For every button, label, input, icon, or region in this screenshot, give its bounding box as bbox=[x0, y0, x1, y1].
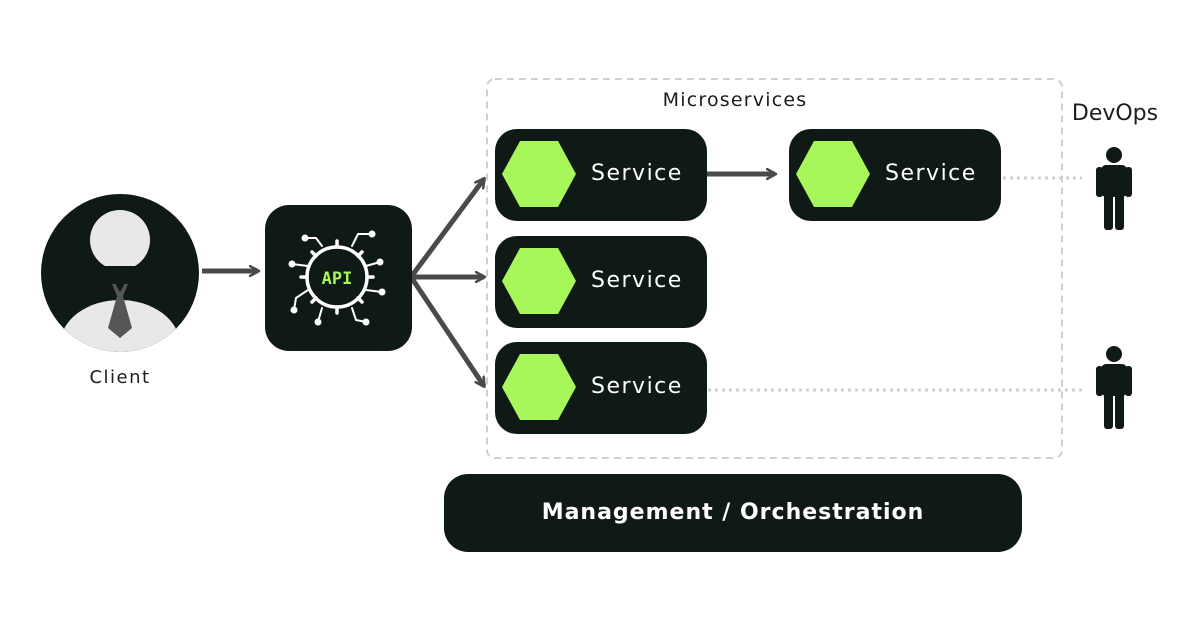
devops-person-icon bbox=[1096, 147, 1132, 230]
client-avatar-icon bbox=[41, 194, 199, 352]
devops-person-icon bbox=[1096, 346, 1132, 429]
service-label: Service bbox=[591, 374, 683, 399]
devops-title: DevOps bbox=[1071, 101, 1159, 126]
service-label: Service bbox=[591, 268, 683, 293]
arrow-gateway-to-service-1 bbox=[408, 179, 487, 279]
service-label: Service bbox=[885, 161, 977, 186]
client-label: Client bbox=[89, 367, 151, 388]
service-label: Service bbox=[591, 161, 683, 186]
arrow-gateway-to-service-3 bbox=[408, 275, 487, 386]
service-box: Service bbox=[495, 236, 707, 328]
service-box: Service bbox=[495, 129, 707, 221]
api-gateway: API bbox=[265, 205, 412, 351]
microservices-boundary bbox=[486, 78, 1063, 459]
service-box: Service bbox=[789, 129, 1001, 221]
management-orchestration-bar: Management / Orchestration bbox=[444, 474, 1022, 552]
hexagon-icon bbox=[502, 248, 576, 314]
circuit-nodes bbox=[288, 230, 386, 326]
api-label: API bbox=[322, 269, 353, 289]
service-box: Service bbox=[495, 342, 707, 434]
hexagon-icon bbox=[502, 354, 576, 420]
hexagon-icon bbox=[502, 141, 576, 207]
hexagon-icon bbox=[796, 141, 870, 207]
microservices-title: Microservices bbox=[662, 89, 808, 111]
